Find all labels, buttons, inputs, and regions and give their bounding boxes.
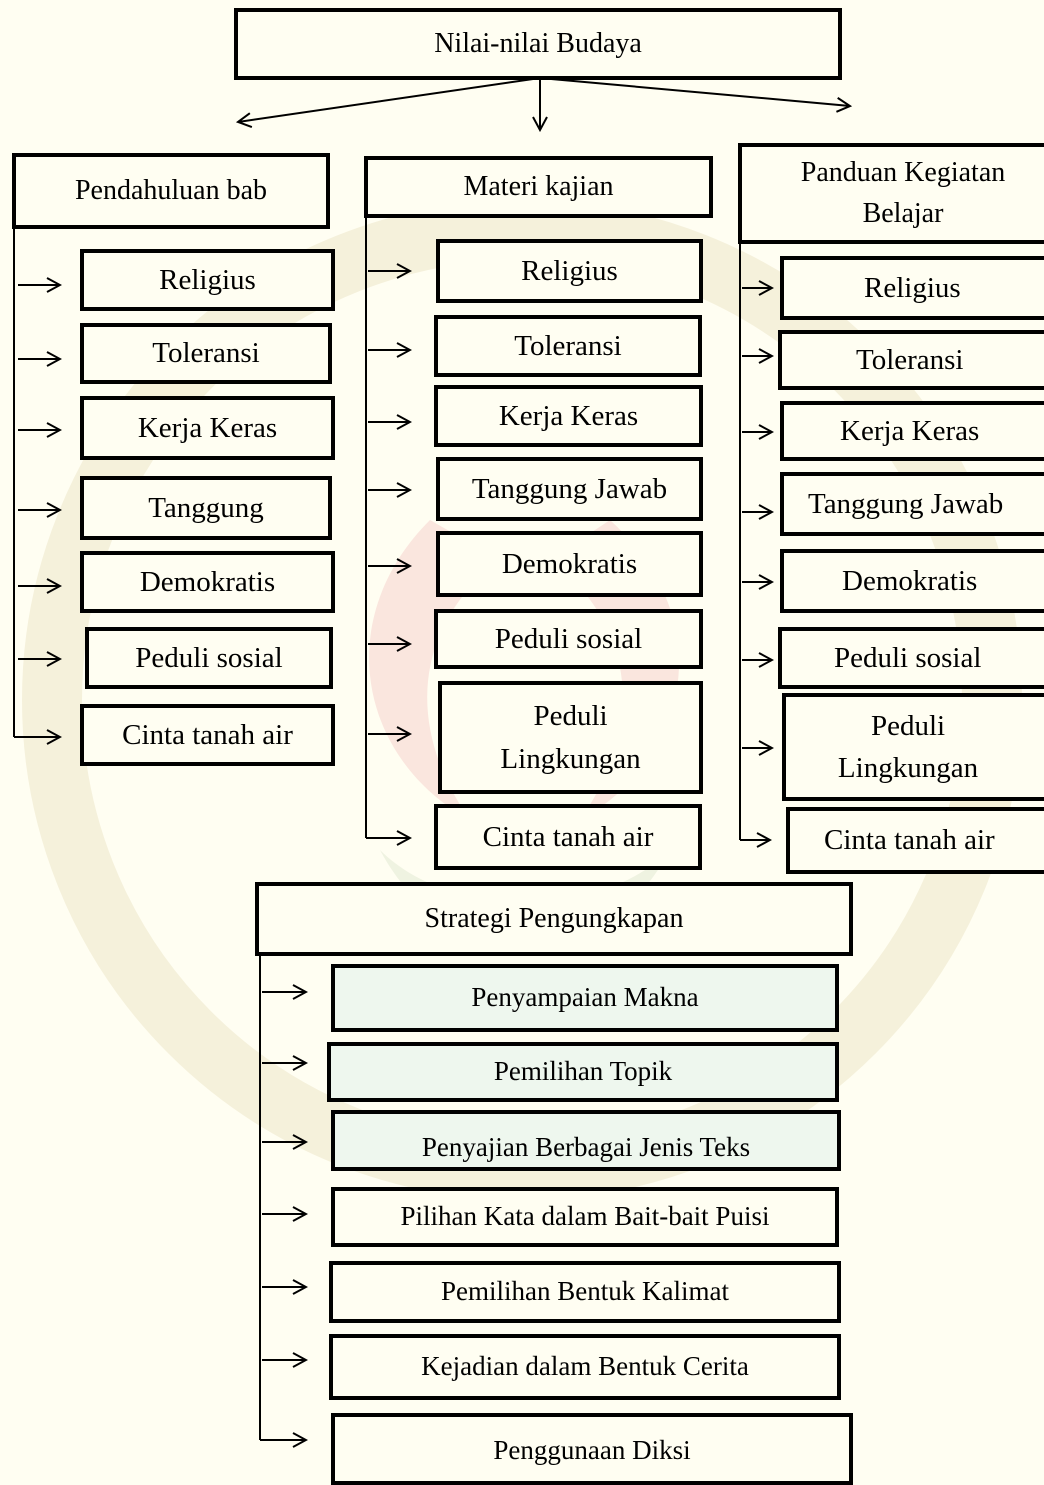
column-1-item: Cinta tanah air xyxy=(80,704,335,766)
column-1-item: Toleransi xyxy=(80,323,332,384)
column-3-item: Toleransi xyxy=(778,330,1044,390)
column-3-item: Peduli sosial xyxy=(778,627,1044,689)
column-1-item: Religius xyxy=(80,249,335,311)
strategy-item: Penyampaian Makna xyxy=(331,964,839,1032)
column-header-panduan: Panduan Kegiatan Belajar xyxy=(738,143,1044,244)
strategy-item: Pemilihan Topik xyxy=(327,1042,839,1102)
column-2-item: Peduli Lingkungan xyxy=(438,681,703,794)
column-1-item: Demokratis xyxy=(80,551,335,613)
column-2-item: Religius xyxy=(436,239,703,303)
column-2-item: Tanggung Jawab xyxy=(436,457,703,521)
column-3-item: Kerja Keras xyxy=(780,401,1044,461)
column-3-item: Cinta tanah air xyxy=(786,807,1044,874)
strategy-item: Pemilihan Bentuk Kalimat xyxy=(329,1261,841,1323)
column-3-item: Religius xyxy=(780,256,1044,320)
column-1-item: Peduli sosial xyxy=(85,627,333,689)
column-1-item: Kerja Keras xyxy=(80,396,335,460)
column-2-item: Toleransi xyxy=(434,315,702,377)
column-2-item: Peduli sosial xyxy=(434,609,703,669)
column-header-pendahuluan: Pendahuluan bab xyxy=(12,153,330,229)
column-3-item: Demokratis xyxy=(780,549,1044,613)
root-node: Nilai-nilai Budaya xyxy=(234,8,842,80)
strategy-item: Pilihan Kata dalam Bait-bait Puisi xyxy=(331,1187,839,1247)
strategy-header: Strategi Pengungkapan xyxy=(255,882,853,956)
strategy-item: Penyajian Berbagai Jenis Teks xyxy=(331,1110,841,1171)
strategy-item: Penggunaan Diksi xyxy=(331,1413,853,1485)
column-2-item: Demokratis xyxy=(436,531,703,597)
column-3-item: Tanggung Jawab xyxy=(780,472,1044,536)
column-1-item: Tanggung xyxy=(80,476,332,540)
column-2-item: Kerja Keras xyxy=(434,385,703,447)
strategy-item: Kejadian dalam Bentuk Cerita xyxy=(329,1334,841,1400)
column-2-item: Cinta tanah air xyxy=(434,804,702,870)
column-header-materi: Materi kajian xyxy=(364,156,713,218)
column-3-item: Peduli Lingkungan xyxy=(782,693,1044,801)
